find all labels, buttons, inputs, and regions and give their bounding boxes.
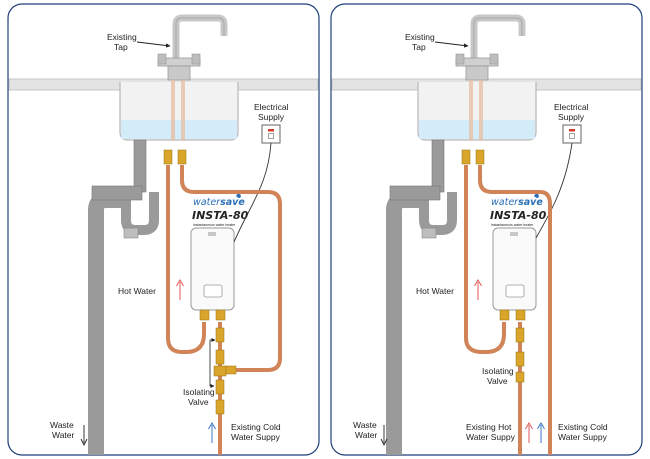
brand-logo: watersave INSTA-80 instantaneous water h… [490, 193, 547, 227]
brass-fittings [461, 149, 525, 383]
sink-water [419, 120, 535, 139]
brand-logo: watersave INSTA-80 instantaneous water h… [192, 193, 249, 227]
waste-label-line2: Water [355, 430, 378, 440]
tap-label-line1: Existing [405, 32, 435, 42]
isolating-label-line2: Valve [188, 397, 209, 407]
brand-name-a: water [193, 197, 221, 208]
left-panel: watersave INSTA-80 instantaneous water h… [7, 3, 320, 456]
label-isolating-valve: Isolating Valve [482, 366, 514, 386]
cold-supply-arrow-icon [537, 422, 545, 443]
brand-name-b: save [220, 197, 245, 208]
waste-label-line2: Water [52, 430, 75, 440]
brand-tagline: instantaneous water heater [193, 223, 236, 227]
brand-name-a: water [491, 197, 519, 208]
cold-supply-label-line2: Water Suppy [231, 432, 281, 442]
label-tap: Existing Tap [405, 32, 469, 52]
tap-label-line2: Tap [412, 42, 426, 52]
brand-product: INSTA-80 [192, 209, 249, 222]
isolating-label-line1: Isolating [183, 387, 215, 397]
copper-pipes [464, 165, 552, 455]
hot-arrow-icon [474, 279, 482, 300]
brass-fittings [163, 149, 237, 415]
panel-frame [7, 3, 320, 456]
brand-tagline: instantaneous water heater [491, 223, 534, 227]
cold-supply-label-line1: Existing Cold [558, 422, 608, 432]
sink-water [121, 120, 237, 139]
brand-product: INSTA-80 [490, 209, 547, 222]
tap-label-line2: Tap [114, 42, 128, 52]
right-panel: watersave INSTA-80 instantaneous water h… [330, 3, 643, 456]
electrical-supply [233, 124, 281, 243]
isolating-label-line1: Isolating [482, 366, 514, 376]
waste-label-line1: Waste [50, 420, 74, 430]
brand-name-b: save [518, 197, 543, 208]
cold-supply-label-line2: Water Suppy [558, 432, 608, 442]
waste-arrow-icon [80, 425, 88, 447]
water-heater [190, 227, 235, 321]
water-heater [492, 227, 537, 321]
electrical-label-line2: Supply [258, 112, 285, 122]
tap-icon [455, 14, 526, 81]
hot-water-label: Hot Water [416, 286, 454, 296]
label-tap: Existing Tap [107, 32, 171, 52]
hot-arrow-icon [176, 279, 184, 300]
hot-supply-arrow-icon [525, 422, 533, 443]
panel-frame [330, 3, 643, 456]
electrical-supply [535, 124, 582, 239]
electrical-label-line1: Electrical [254, 102, 289, 112]
electrical-label-line1: Electrical [554, 102, 589, 112]
tap-label-line1: Existing [107, 32, 137, 42]
isolating-label-line2: Valve [487, 376, 508, 386]
hot-supply-label-line1: Existing Hot [466, 422, 512, 432]
waste-arrow-icon [380, 425, 388, 447]
hot-supply-label-line2: Water Suppy [466, 432, 516, 442]
waste-pipe [386, 139, 457, 455]
waste-label-line1: Waste [353, 420, 377, 430]
tap-icon [157, 14, 228, 81]
svg-text:watersave: watersave [491, 197, 543, 208]
svg-text:watersave: watersave [193, 197, 245, 208]
label-isolating-valve: Isolating Valve [183, 338, 216, 407]
waste-pipe [88, 139, 159, 455]
electrical-label-line2: Supply [558, 112, 585, 122]
cold-arrow-icon [208, 422, 216, 443]
hot-water-label: Hot Water [118, 286, 156, 296]
cold-supply-label-line1: Existing Cold [231, 422, 281, 432]
